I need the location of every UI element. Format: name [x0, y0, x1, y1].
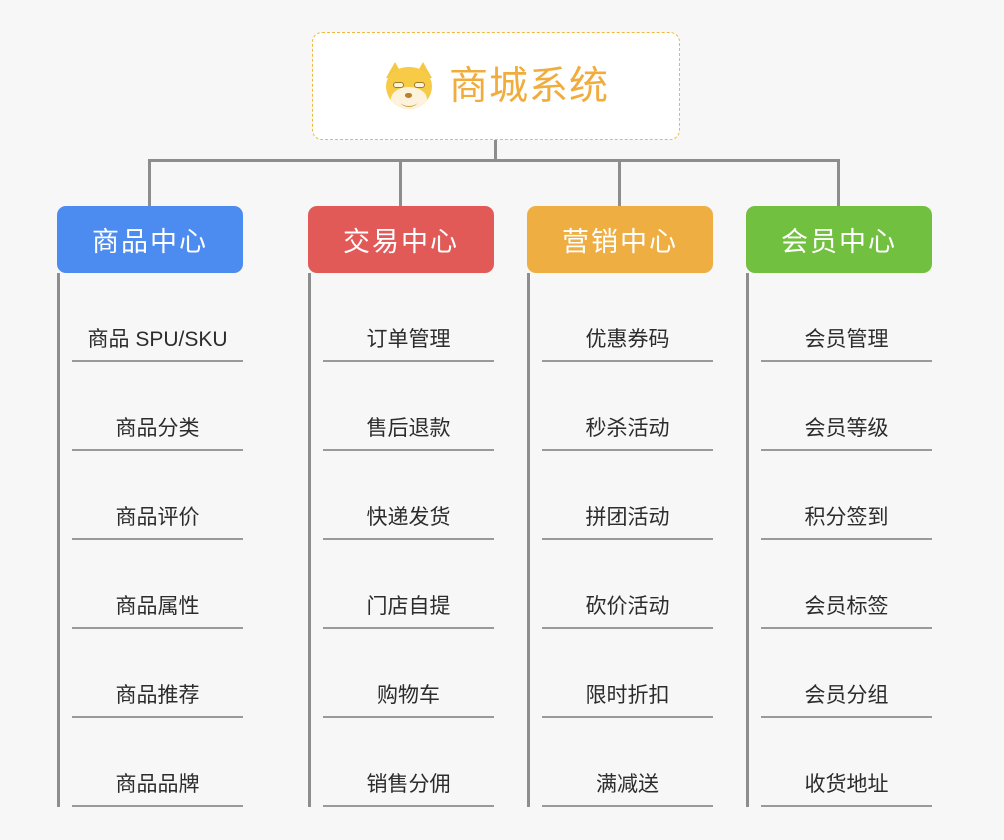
branch-column-1: 商品中心 商品 SPU/SKU 商品分类 商品评价 商品属性 商品推荐 商品品牌	[57, 206, 243, 807]
list-item-label: 快递发货	[323, 501, 494, 540]
branch-header-3[interactable]: 营销中心	[527, 206, 713, 273]
list-item[interactable]: 售后退款	[323, 362, 494, 451]
list-item-label: 购物车	[323, 679, 494, 718]
list-item-label: 砍价活动	[542, 590, 713, 629]
branch-header-2[interactable]: 交易中心	[308, 206, 494, 273]
branch-header-label: 商品中心	[92, 227, 208, 257]
list-item-label: 会员标签	[761, 590, 932, 629]
list-item-label: 商品分类	[72, 412, 243, 451]
list-item-label: 商品属性	[72, 590, 243, 629]
dog-eye-left-icon	[392, 82, 404, 88]
list-item[interactable]: 门店自提	[323, 540, 494, 629]
list-item[interactable]: 商品属性	[72, 540, 243, 629]
list-item[interactable]: 会员标签	[761, 540, 932, 629]
list-item[interactable]: 积分签到	[761, 451, 932, 540]
list-item[interactable]: 订单管理	[323, 273, 494, 362]
list-item-label: 会员管理	[761, 323, 932, 362]
list-item-label: 售后退款	[323, 412, 494, 451]
list-item-label: 收货地址	[761, 768, 932, 807]
dog-mouth-icon	[400, 98, 417, 107]
list-item-label: 满减送	[542, 768, 713, 807]
list-item-label: 销售分佣	[323, 768, 494, 807]
list-item[interactable]: 砍价活动	[542, 540, 713, 629]
list-item[interactable]: 会员等级	[761, 362, 932, 451]
branch-items-3: 优惠券码 秒杀活动 拼团活动 砍价活动 限时折扣 满减送	[527, 273, 713, 807]
connector-drop-1	[148, 159, 151, 206]
branch-header-label: 营销中心	[562, 227, 678, 257]
list-item-label: 秒杀活动	[542, 412, 713, 451]
branch-header-label: 交易中心	[343, 227, 459, 257]
list-item-label: 门店自提	[323, 590, 494, 629]
dog-eye-right-icon	[413, 82, 425, 88]
list-item[interactable]: 优惠券码	[542, 273, 713, 362]
list-item-label: 拼团活动	[542, 501, 713, 540]
list-item[interactable]: 快递发货	[323, 451, 494, 540]
branch-items-4: 会员管理 会员等级 积分签到 会员标签 会员分组 收货地址	[746, 273, 932, 807]
list-item-label: 商品 SPU/SKU	[72, 323, 243, 362]
connector-drop-4	[837, 159, 840, 206]
branch-column-2: 交易中心 订单管理 售后退款 快递发货 门店自提 购物车 销售分佣	[308, 206, 494, 807]
list-item-label: 会员等级	[761, 412, 932, 451]
list-item[interactable]: 会员管理	[761, 273, 932, 362]
branch-items-1: 商品 SPU/SKU 商品分类 商品评价 商品属性 商品推荐 商品品牌	[57, 273, 243, 807]
list-item[interactable]: 收货地址	[761, 718, 932, 807]
list-item[interactable]: 商品 SPU/SKU	[72, 273, 243, 362]
list-item[interactable]: 销售分佣	[323, 718, 494, 807]
list-item-label: 商品品牌	[72, 768, 243, 807]
shiba-dog-icon	[383, 61, 435, 111]
branch-header-label: 会员中心	[781, 227, 897, 257]
list-item[interactable]: 商品分类	[72, 362, 243, 451]
list-item[interactable]: 商品推荐	[72, 629, 243, 718]
list-item[interactable]: 购物车	[323, 629, 494, 718]
list-item-label: 商品推荐	[72, 679, 243, 718]
list-item[interactable]: 限时折扣	[542, 629, 713, 718]
list-item[interactable]: 商品品牌	[72, 718, 243, 807]
dog-nose-icon	[405, 93, 413, 98]
root-node[interactable]: 商城系统	[312, 32, 680, 140]
branch-header-4[interactable]: 会员中心	[746, 206, 932, 273]
list-item-label: 优惠券码	[542, 323, 713, 362]
branch-column-4: 会员中心 会员管理 会员等级 积分签到 会员标签 会员分组 收货地址	[746, 206, 932, 807]
connector-drop-2	[399, 159, 402, 206]
list-item[interactable]: 秒杀活动	[542, 362, 713, 451]
list-item[interactable]: 商品评价	[72, 451, 243, 540]
connector-drop-3	[618, 159, 621, 206]
list-item-label: 订单管理	[323, 323, 494, 362]
list-item[interactable]: 会员分组	[761, 629, 932, 718]
list-item-label: 积分签到	[761, 501, 932, 540]
branch-column-3: 营销中心 优惠券码 秒杀活动 拼团活动 砍价活动 限时折扣 满减送	[527, 206, 713, 807]
branch-header-1[interactable]: 商品中心	[57, 206, 243, 273]
branch-items-2: 订单管理 售后退款 快递发货 门店自提 购物车 销售分佣	[308, 273, 494, 807]
connector-horizontal-bus	[148, 159, 840, 162]
root-title: 商城系统	[448, 64, 609, 108]
list-item[interactable]: 满减送	[542, 718, 713, 807]
list-item-label: 商品评价	[72, 501, 243, 540]
connector-root-stem	[494, 140, 497, 161]
list-item[interactable]: 拼团活动	[542, 451, 713, 540]
dog-head-icon	[385, 67, 432, 109]
list-item-label: 会员分组	[761, 679, 932, 718]
list-item-label: 限时折扣	[542, 679, 713, 718]
